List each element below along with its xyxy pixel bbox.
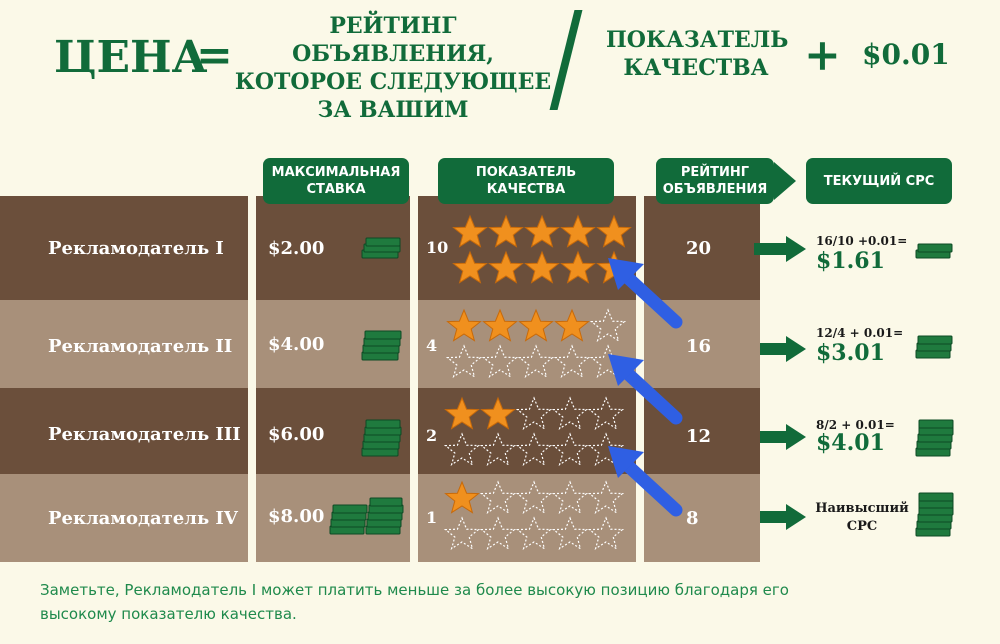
star-filled-icon [560,250,596,284]
formula-plus: + [804,30,841,81]
money-stack-icon [329,497,404,535]
rank-arrow-icon [608,258,683,329]
rank-arrow-icon [608,354,683,425]
ad-rank-value: 8 [686,508,699,529]
star-empty-icon [480,432,516,466]
cpc-formula: 8/2 + 0.01= [816,418,895,432]
star-empty-icon [516,480,552,514]
formula-addend: $0.01 [862,38,950,71]
star-filled-icon [554,308,590,342]
star-empty-icon [552,516,588,550]
formula-price: ЦЕНА [54,32,208,83]
cpc-value: $1.61 [816,248,885,274]
quality-score-value: 10 [426,238,449,257]
cpc-value: $3.01 [816,340,885,366]
highest-cpc-label: Наивысший CPC [815,501,909,534]
cpc-formula: 12/4 + 0.01= [816,326,904,340]
star-empty-icon [480,480,516,514]
star-filled-icon [452,214,488,248]
star-filled-icon [524,250,560,284]
advertiser-name: Рекламодатель IV [48,508,238,529]
star-empty-icon [588,480,624,514]
money-stack-icon [915,335,953,359]
star-empty-icon [516,432,552,466]
star-empty-icon [518,344,554,378]
star-filled-icon [488,214,524,248]
star-filled-icon [480,396,516,430]
formula-equals: = [196,30,233,81]
max-bid-value: $8.00 [268,506,325,527]
max-bid-value: $4.00 [268,334,325,355]
advertiser-name: Рекламодатель I [48,238,224,259]
money-stack-icon [361,330,402,361]
max-bid-value: $2.00 [268,238,325,259]
star-empty-icon [552,480,588,514]
quality-score-value: 4 [426,336,438,355]
star-empty-icon [444,432,480,466]
star-filled-icon [560,214,596,248]
star-filled-icon [518,308,554,342]
quality-stars [444,480,624,552]
star-empty-icon [590,308,626,342]
star-empty-icon [588,432,624,466]
star-filled-icon [446,308,482,342]
star-empty-icon [516,516,552,550]
star-empty-icon [588,396,624,430]
column-separator [248,196,256,562]
ad-rank-value: 16 [686,336,712,357]
star-filled-icon [452,250,488,284]
star-empty-icon [446,344,482,378]
star-filled-icon [482,308,518,342]
star-filled-icon [444,396,480,430]
star-filled-icon [596,214,632,248]
formula-rank: РЕЙТИНГ ОБЪЯВЛЕНИЯ, КОТОРОЕ СЛЕДУЮЩЕЕ ЗА… [234,13,552,123]
money-stack-icon [915,492,954,537]
star-empty-icon [588,516,624,550]
header-cpc: ТЕКУЩИЙ CPC [806,158,952,204]
quality-stars [452,214,632,286]
header-arrow-icon [774,162,796,200]
footnote: Заметьте, Рекламодатель I может платить … [40,581,789,623]
cpc-arrow-icon [760,336,806,362]
max-bid-value: $6.00 [268,424,325,445]
star-empty-icon [552,396,588,430]
star-filled-icon [524,214,560,248]
cpc-arrow-icon [754,236,806,262]
advertiser-name: Рекламодатель II [48,336,233,357]
star-empty-icon [482,344,518,378]
ad-rank-value: 20 [686,238,712,259]
formula-quality: ПОКАЗАТЕЛЬ КАЧЕСТВА [606,27,789,81]
star-empty-icon [516,396,552,430]
quality-stars [444,396,624,468]
rank-arrow-icon [608,446,683,517]
ad-rank-value: 12 [686,426,712,447]
money-stack-icon [915,419,954,457]
quality-score-value: 2 [426,426,438,445]
star-empty-icon [444,516,480,550]
cpc-value: $4.01 [816,430,885,456]
cpc-formula: 16/10 +0.01= [816,234,908,248]
star-empty-icon [552,432,588,466]
quality-stars [446,308,626,380]
money-stack-icon [361,237,401,259]
column-separator [410,196,418,562]
quality-score-value: 1 [426,508,438,527]
star-filled-icon [488,250,524,284]
star-empty-icon [554,344,590,378]
cpc-arrow-icon [760,504,806,530]
cpc-arrow-icon [760,424,806,450]
money-stack-icon [915,243,953,259]
advertiser-name: Рекламодатель III [48,424,241,445]
star-empty-icon [480,516,516,550]
money-stack-icon [361,419,402,457]
star-filled-icon [444,480,480,514]
